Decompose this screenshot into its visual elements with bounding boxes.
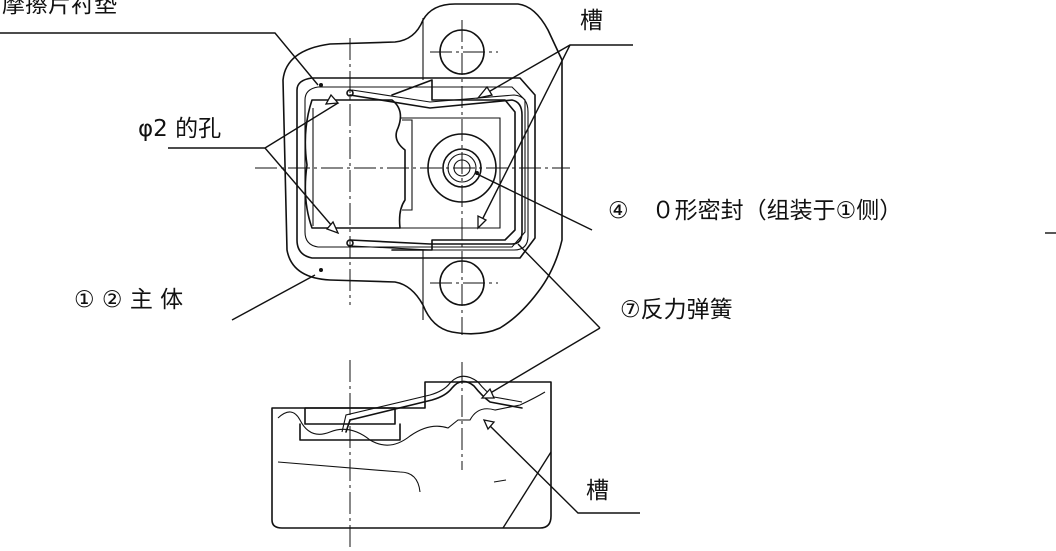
leader-lines (0, 32, 1056, 514)
label-o-ring-seal: ④ ０形密封（组装于①侧） (608, 198, 903, 224)
friction-lining (304, 99, 406, 229)
body-outline (282, 3, 563, 335)
label-friction-lining: 摩擦片衬垫 (2, 0, 117, 18)
label-return-spring: ⑦反力弹簧 (620, 297, 733, 323)
return-spring (349, 94, 523, 245)
side-body (271, 381, 552, 529)
center-lines (255, 20, 570, 549)
side-view (271, 375, 552, 529)
body-inner (296, 77, 536, 259)
arrowheads (324, 85, 496, 431)
top-view (282, 3, 563, 335)
label-groove-bottom: 槽 (586, 478, 609, 504)
side-lining (299, 407, 401, 441)
label-hole: φ2 的孔 (138, 116, 222, 142)
label-main-body: ① ② 主 体 (74, 287, 184, 313)
label-groove-top: 槽 (580, 8, 603, 34)
